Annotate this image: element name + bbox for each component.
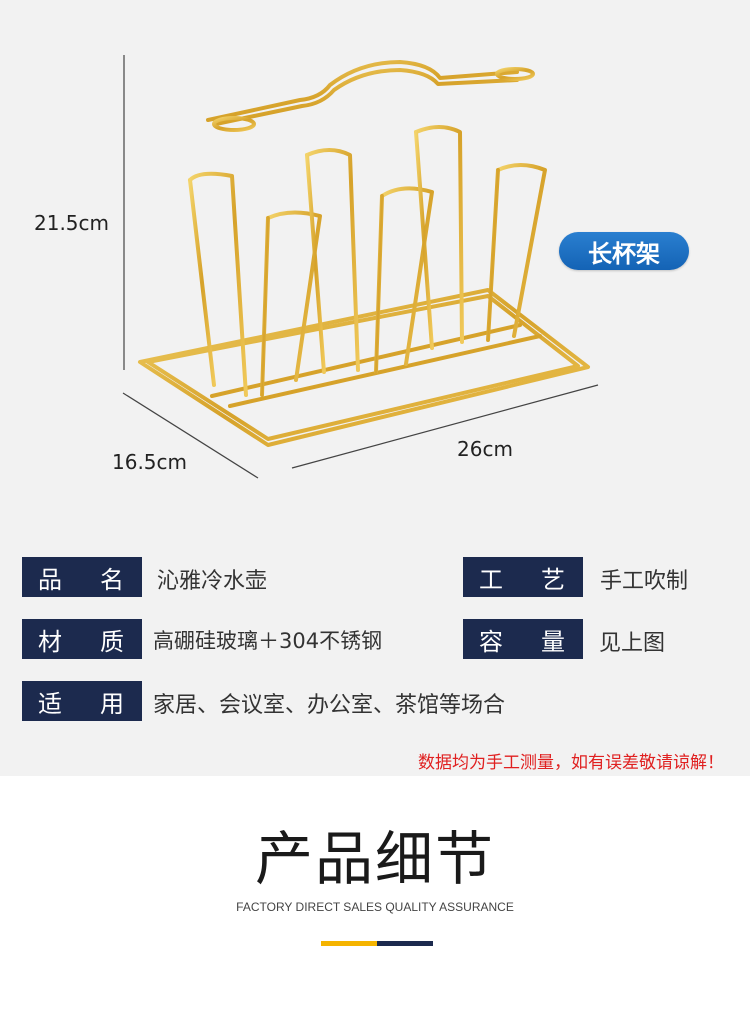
spec-label-char: 适 xyxy=(38,689,64,718)
spec-label-name: 品 名 xyxy=(22,557,142,597)
spec-value-craft: 手工吹制 xyxy=(600,569,689,594)
depth-dimension-label: 16.5cm xyxy=(112,450,188,474)
spec-label-char: 品 xyxy=(38,565,64,594)
glass-rack-illustration xyxy=(122,55,599,479)
dimension-lines xyxy=(122,55,599,479)
section-title: 产品细节 xyxy=(254,825,495,893)
spec-label-char: 工 xyxy=(479,565,505,594)
section-subtitle: FACTORY DIRECT SALES QUALITY ASSURANCE xyxy=(236,900,514,914)
spec-value-usage: 家居、会议室、办公室、茶馆等场合 xyxy=(153,693,506,718)
product-info-panel: 21.5cm 16.5cm 26cm 长杯架 品 名 沁雅冷水壶 工 艺 手工吹… xyxy=(0,0,750,776)
measurement-disclaimer: 数据均为手工测量，如有误差敬请谅解！ xyxy=(418,753,724,773)
spec-value-name: 沁雅冷水壶 xyxy=(157,569,268,594)
spec-label-char: 名 xyxy=(100,565,126,594)
spec-label-craft: 工 艺 xyxy=(463,557,583,597)
spec-label-char: 质 xyxy=(100,627,126,656)
accent-bar-yellow xyxy=(321,941,377,946)
spec-label-char: 量 xyxy=(541,627,567,656)
spec-value-material: 高硼硅玻璃＋304不锈钢 xyxy=(153,629,383,653)
spec-label-char: 艺 xyxy=(541,565,567,594)
spec-label-char: 容 xyxy=(479,627,505,656)
spec-value-capacity: 见上图 xyxy=(599,631,666,656)
accent-bar-navy xyxy=(377,941,433,946)
spec-label-material: 材 质 xyxy=(22,619,142,659)
spec-label-usage: 适 用 xyxy=(22,681,142,721)
spec-label-char: 用 xyxy=(100,689,126,718)
width-dimension-label: 26cm xyxy=(457,437,513,461)
height-dimension-label: 21.5cm xyxy=(34,211,110,235)
spec-label-char: 材 xyxy=(38,627,64,656)
spec-label-capacity: 容 量 xyxy=(463,619,583,659)
rack-frame xyxy=(138,60,590,447)
product-tag-badge: 长杯架 xyxy=(559,232,689,270)
